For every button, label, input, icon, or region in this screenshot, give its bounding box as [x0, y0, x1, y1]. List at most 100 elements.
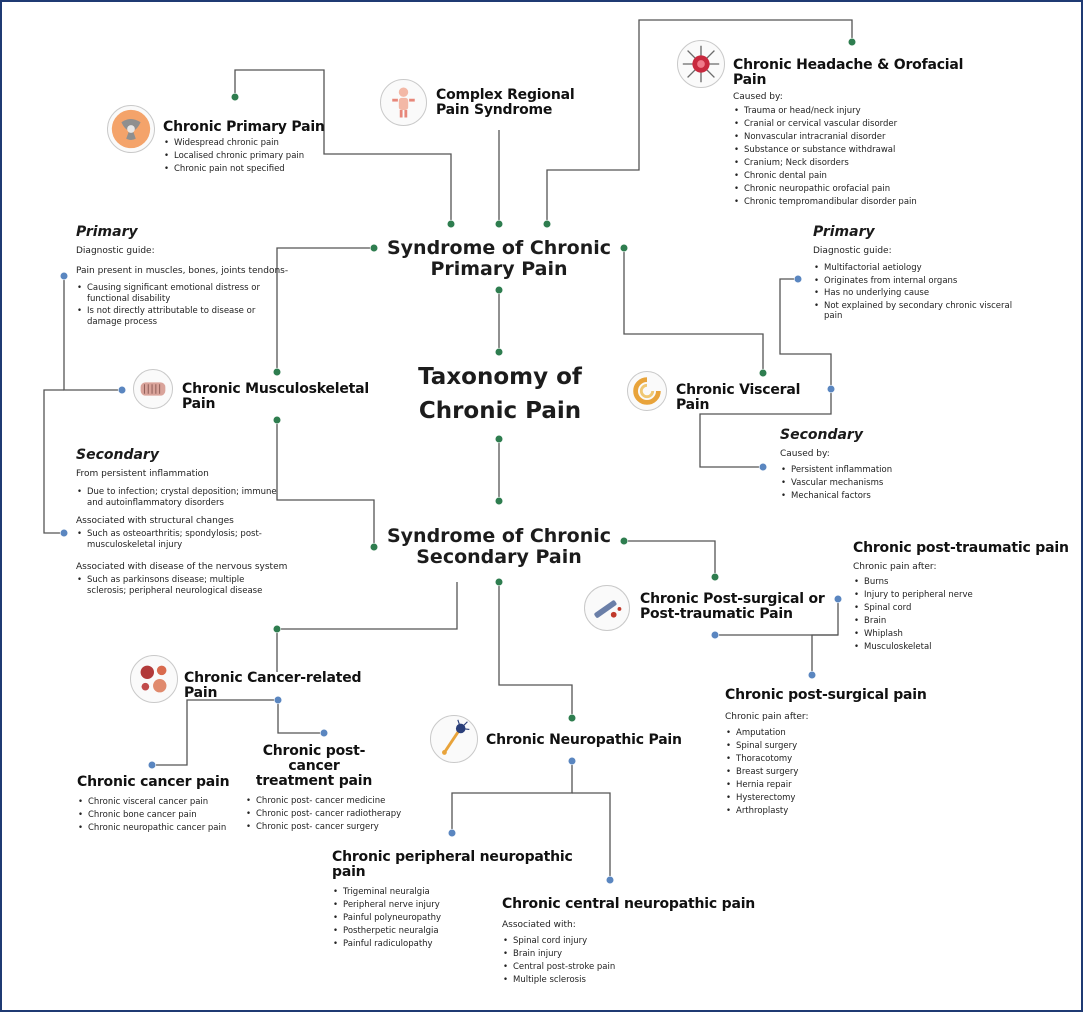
crps-title: Complex Regional Pain Syndrome — [436, 88, 586, 118]
list-item: Burns — [853, 576, 1073, 589]
surgical-instruments-icon — [584, 585, 630, 631]
list-item: Multifactorial aetiology — [813, 263, 1018, 274]
junction-dot-blue — [59, 271, 69, 281]
muscle-tissue-icon — [133, 369, 173, 409]
list-item: Mechanical factors — [780, 490, 980, 503]
list-item: Spinal surgery — [725, 740, 945, 753]
visceral-primary-subtitle: Diagnostic guide: — [813, 246, 892, 256]
junction-dot-blue — [826, 384, 836, 394]
msk-primary-text: Pain present in muscles, bones, joints t… — [76, 266, 289, 276]
msk-secondary-subtitle: From persistent inflammation — [76, 469, 209, 479]
junction-dot-green — [619, 536, 629, 546]
msk-primary-title: Primary — [76, 224, 138, 240]
cancer-title: Chronic Cancer-related Pain — [184, 670, 362, 701]
cancer-pain-title: Chronic cancer pain — [77, 774, 230, 790]
msk-primary-list: Causing significant emotional distress o… — [76, 283, 286, 327]
musculoskeletal-title: Chronic Musculoskeletal Pain — [182, 381, 370, 412]
list-item: Chronic neuropathic orofacial pain — [733, 183, 993, 196]
visceral-secondary-list: Persistent inflammation Vascular mechani… — [780, 464, 980, 503]
list-item: Spinal cord — [853, 602, 1073, 615]
list-item: Cranium; Neck disorders — [733, 157, 993, 170]
cancer-treatment-line2: treatment pain — [255, 773, 373, 789]
headache-block: Chronic Headache & Orofacial Pain Caused… — [733, 58, 993, 210]
list-item: Arthroplasty — [725, 805, 945, 818]
junction-dot-blue — [117, 385, 127, 395]
list-item: Widespread chronic pain — [163, 137, 383, 150]
connector-line — [152, 699, 278, 766]
junction-dot-green — [710, 572, 720, 582]
chronic-primary-pain-block: Chronic Primary Pain Widespread chronic … — [163, 119, 383, 177]
list-item: Chronic pain not specified — [163, 163, 383, 176]
pelvis-icon — [107, 105, 155, 153]
cancer-treatment-line1: Chronic post- cancer — [262, 743, 366, 774]
peripheral-neuropathic-title: Chronic peripheral neuropathic pain — [332, 849, 573, 880]
junction-dot-blue — [710, 630, 720, 640]
cancer-treatment-title: Chronic post- cancer treatment pain — [245, 744, 383, 789]
list-item: Chronic neuropathic cancer pain — [77, 822, 277, 835]
junction-dot-green — [230, 92, 240, 102]
junction-dot-green — [494, 285, 504, 295]
list-item: Such as parkinsons disease; multiple scl… — [76, 575, 286, 596]
list-item: Hysterectomy — [725, 792, 945, 805]
intestine-icon — [627, 371, 667, 411]
list-item: Postherpetic neuralgia — [332, 925, 592, 938]
cancer-pain-block: Chronic cancer pain Chronic visceral can… — [77, 774, 277, 836]
list-item: Chronic bone cancer pain — [77, 809, 277, 822]
list-item: Is not directly attributable to disease … — [76, 306, 286, 327]
body-figure-icon — [380, 79, 427, 126]
list-item: Causing significant emotional distress o… — [76, 283, 286, 304]
post-surgical-line1: Chronic Post-surgical or — [640, 591, 825, 607]
connector-line — [811, 634, 838, 675]
junction-dot-green — [494, 347, 504, 357]
junction-dot-blue — [605, 875, 615, 885]
junction-dot-blue — [807, 670, 817, 680]
visceral-primary-title: Primary — [813, 224, 875, 240]
post-traumatic-subtitle: Chronic pain after: — [853, 562, 937, 572]
list-item: Chronic post- cancer medicine — [245, 795, 445, 808]
center-title-line1: Taxonomy of — [418, 364, 582, 390]
visceral-secondary-subtitle: Caused by: — [780, 449, 830, 459]
peripheral-neuropathic-list: Trigeminal neuralgia Peripheral nerve in… — [332, 886, 592, 951]
list-item: Substance or substance withdrawal — [733, 144, 993, 157]
central-neuropathic-block: Chronic central neuropathic pain Associa… — [502, 896, 762, 988]
list-item: Chronic post- cancer surgery — [245, 821, 445, 834]
list-item: Hernia repair — [725, 779, 945, 792]
msk-primary-block: Primary Diagnostic guide: Pain present i… — [76, 224, 316, 329]
list-item: Brain injury — [502, 948, 762, 961]
junction-dot-blue — [833, 594, 843, 604]
chronic-primary-pain-list: Widespread chronic pain Localised chroni… — [163, 137, 383, 176]
msk-secondary-block: Secondary From persistent inflammation D… — [76, 447, 316, 598]
cancer-treatment-list: Chronic post- cancer medicine Chronic po… — [245, 795, 445, 834]
msk-primary-subtitle: Diagnostic guide: — [76, 246, 155, 256]
post-surgical-pain-title: Chronic post-surgical pain — [725, 687, 927, 703]
list-item: Vascular mechanisms — [780, 477, 980, 490]
list-item: Has no underlying cause — [813, 288, 1018, 299]
list-item: Breast surgery — [725, 766, 945, 779]
secondary-syndrome-line1: Syndrome of Chronic — [386, 525, 612, 547]
central-neuropathic-subtitle: Associated with: — [502, 920, 576, 930]
list-item: Cranial or cervical vascular disorder — [733, 118, 993, 131]
junction-dot-blue — [59, 528, 69, 538]
headache-list: Trauma or head/neck injury Cranial or ce… — [733, 105, 993, 209]
msk-secondary-list: Due to infection; crystal deposition; im… — [76, 487, 286, 508]
junction-dot-blue — [147, 760, 157, 770]
visceral-title: Chronic Visceral Pain — [676, 382, 801, 413]
msk-secondary-list3: Such as parkinsons disease; multiple scl… — [76, 575, 286, 596]
junction-dot-green — [446, 219, 456, 229]
list-item: Due to infection; crystal deposition; im… — [76, 487, 286, 508]
connector-line — [623, 248, 764, 373]
list-item: Persistent inflammation — [780, 464, 980, 477]
list-item: Originates from internal organs — [813, 276, 1018, 287]
junction-dot-green — [847, 37, 857, 47]
list-item: Painful radiculopathy — [332, 938, 592, 951]
central-neuropathic-title: Chronic central neuropathic pain — [502, 896, 756, 912]
post-surgical-title: Chronic Post-surgical or Post-traumatic … — [640, 592, 830, 622]
chronic-primary-pain-title: Chronic Primary Pain — [163, 119, 325, 135]
list-item: Injury to peripheral nerve — [853, 589, 1073, 602]
connector-line — [276, 582, 458, 672]
junction-dot-green — [494, 219, 504, 229]
connector-line — [276, 247, 374, 372]
junction-dot-green — [272, 415, 282, 425]
